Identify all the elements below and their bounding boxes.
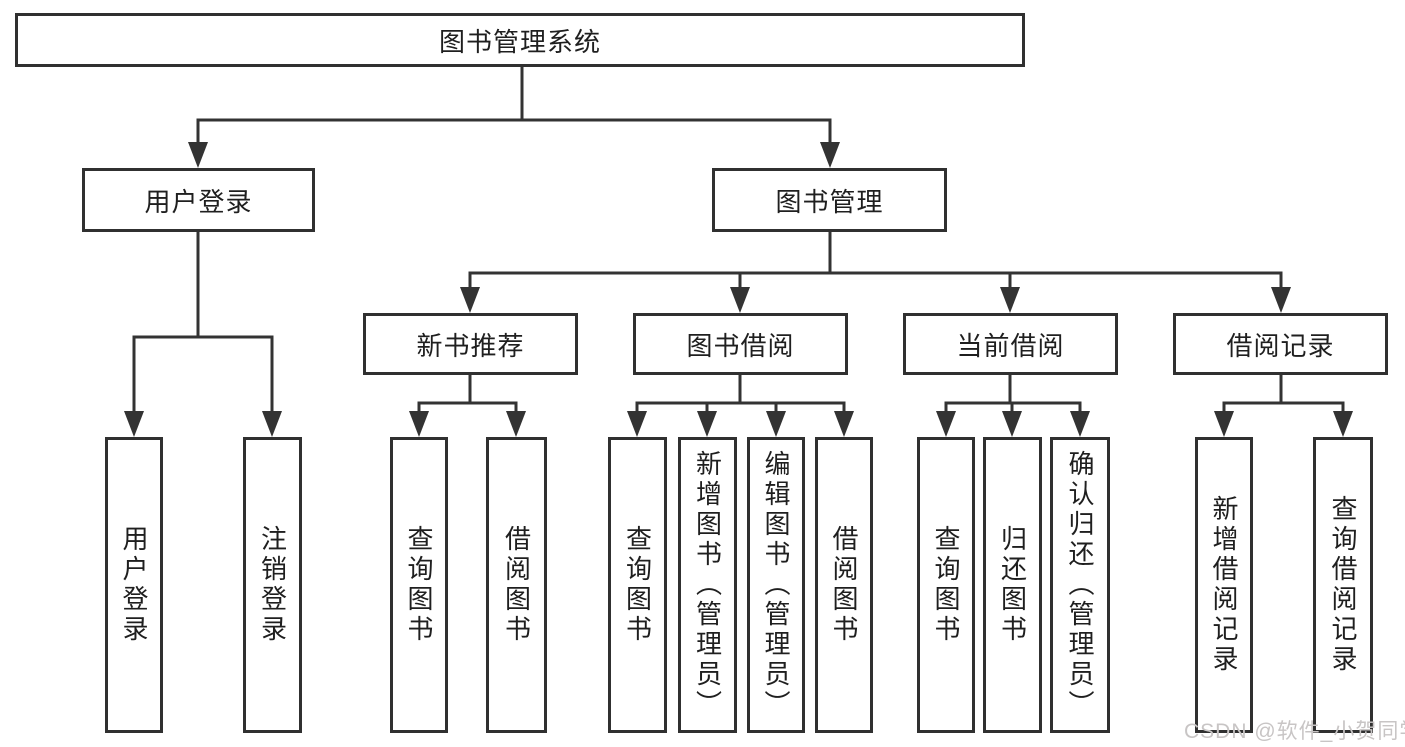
csdn-watermark: CSDN @软件_小贺同学 — [1184, 720, 1405, 743]
leaf-query-borrow-record: 查询借阅记录 — [1313, 437, 1373, 733]
leaf-add-borrow-record: 新增借阅记录 — [1195, 437, 1253, 733]
node-current-borrowing: 当前借阅 — [903, 313, 1118, 375]
arrowhead-icons — [124, 142, 1353, 437]
leaf-borrow-books-recommend: 借阅图书 — [486, 437, 547, 733]
leaf-confirm-return-admin: 确认归还（管理员） — [1050, 437, 1110, 733]
leaf-borrow-books: 借阅图书 — [815, 437, 873, 733]
node-borrowing-records: 借阅记录 — [1173, 313, 1388, 375]
leaf-query-books-borrowing: 查询图书 — [608, 437, 667, 733]
node-new-book-recommendation: 新书推荐 — [363, 313, 578, 375]
leaf-logout: 注销登录 — [243, 437, 302, 733]
leaf-edit-books-admin: 编辑图书（管理员） — [747, 437, 805, 733]
leaf-query-books-current: 查询图书 — [917, 437, 975, 733]
leaf-user-login: 用户登录 — [105, 437, 163, 733]
node-book-management-branch: 图书管理 — [712, 168, 947, 232]
leaf-return-books: 归还图书 — [983, 437, 1042, 733]
node-user-login-branch: 用户登录 — [82, 168, 315, 232]
leaf-query-books-recommend: 查询图书 — [390, 437, 448, 733]
node-book-borrowing: 图书借阅 — [633, 313, 848, 375]
leaf-add-books-admin: 新增图书（管理员） — [678, 437, 737, 733]
node-library-management-system: 图书管理系统 — [15, 13, 1025, 67]
